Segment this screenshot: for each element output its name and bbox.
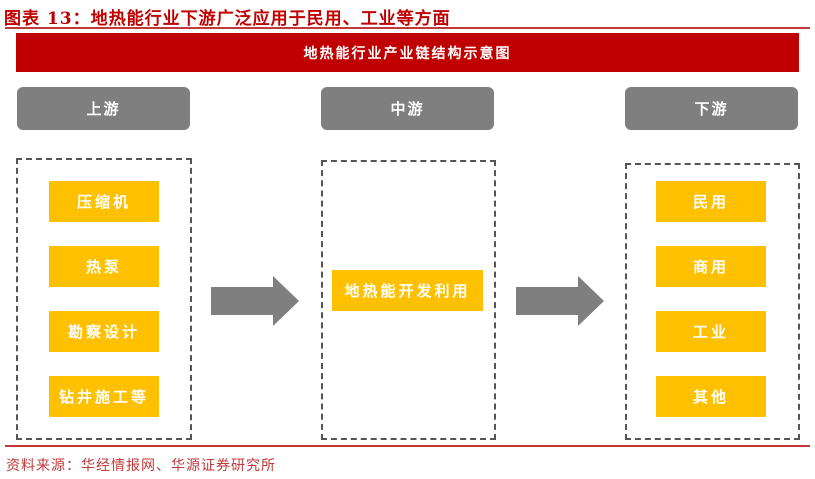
upstream-item: 热泵 (49, 246, 159, 287)
downstream-item: 工业 (656, 311, 766, 352)
stage-upstream-header: 上游 (17, 87, 190, 130)
downstream-group (625, 163, 800, 440)
stage-label: 上游 (86, 100, 121, 118)
downstream-item: 其他 (656, 376, 766, 417)
source-note: 资料来源：华经情报网、华源证券研究所 (6, 458, 276, 474)
upstream-item: 压缩机 (49, 181, 159, 222)
arrow-right-icon (211, 276, 299, 326)
banner-label: 地热能行业产业链结构示意图 (303, 45, 512, 62)
stage-label: 中游 (390, 100, 425, 118)
stage-midstream-header: 中游 (321, 87, 494, 130)
stage-downstream-header: 下游 (625, 87, 798, 130)
stage-label: 下游 (694, 100, 729, 118)
midstream-item: 地热能开发利用 (332, 270, 483, 311)
downstream-item: 民用 (656, 181, 766, 222)
upstream-item: 勘察设计 (49, 311, 159, 352)
title-divider (5, 27, 810, 29)
downstream-item: 商用 (656, 246, 766, 287)
diagram-banner: 地热能行业产业链结构示意图 (16, 33, 799, 72)
footer-divider (5, 445, 810, 447)
arrow-right-icon (516, 276, 604, 326)
midstream-group (321, 160, 496, 440)
figure-title: 图表 13：地热能行业下游广泛应用于民用、工业等方面 (4, 9, 451, 29)
upstream-group (16, 158, 192, 440)
upstream-item: 钻井施工等 (49, 376, 159, 417)
